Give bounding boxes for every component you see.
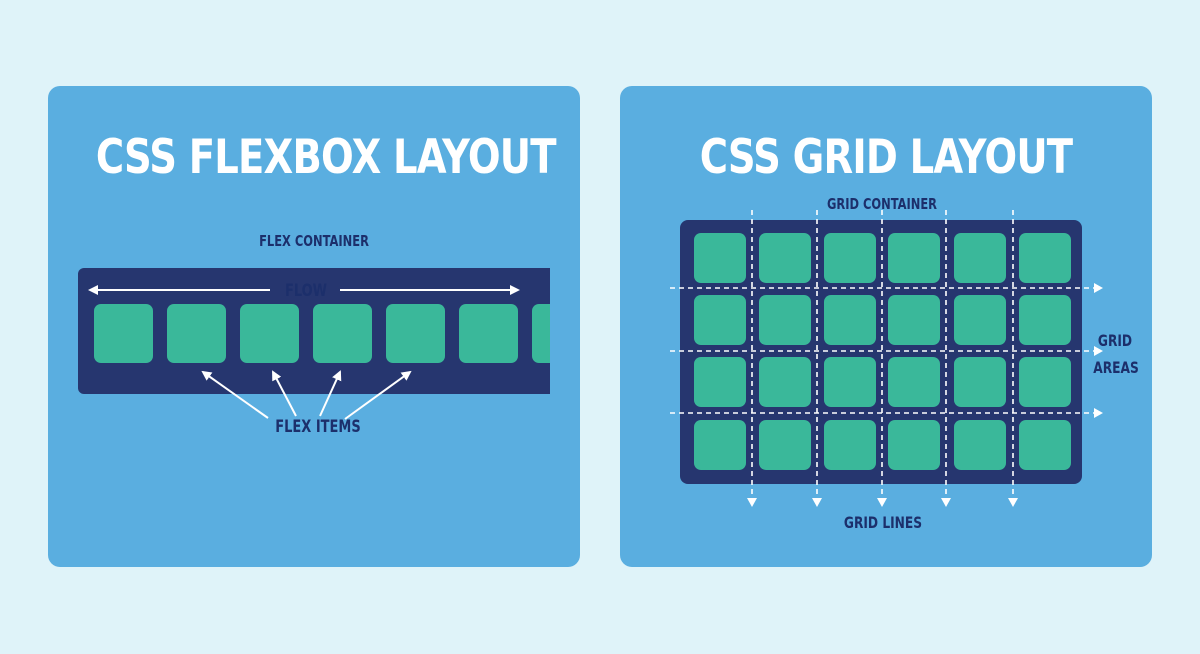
grid-line-arrowhead: [1094, 346, 1103, 356]
grid-item: [694, 420, 746, 470]
grid-line-arrowhead: [941, 498, 951, 507]
grid-item: [759, 233, 811, 283]
flex-item: [386, 304, 445, 363]
flex-items-label: FLEX ITEMS: [275, 417, 361, 437]
grid-container: [680, 220, 1082, 484]
grid-item: [694, 233, 746, 283]
grid-line-arrowhead: [747, 498, 757, 507]
flex-item-pointer-arrow: [319, 370, 342, 417]
flex-item-pointer-arrow: [272, 370, 297, 417]
grid-item: [954, 420, 1006, 470]
grid-lines-label: GRID LINES: [843, 513, 923, 532]
grid-item: [954, 357, 1006, 407]
grid-container-label: GRID CONTAINER: [826, 195, 938, 213]
grid-item: [888, 295, 940, 345]
grid-item: [954, 233, 1006, 283]
grid-item: [759, 420, 811, 470]
flex-item-pointer-arrow: [344, 370, 412, 420]
grid-line-arrowhead: [1094, 408, 1103, 418]
flex-container-label: FLEX CONTAINER: [259, 232, 369, 250]
grid-item: [824, 233, 876, 283]
grid-item: [1019, 233, 1071, 283]
grid-item: [759, 357, 811, 407]
grid-title: CSS GRID LAYOUT: [699, 130, 1073, 185]
grid-item: [824, 295, 876, 345]
grid-line-arrowhead: [1008, 498, 1018, 507]
grid-item: [1019, 357, 1071, 407]
flexbox-title: CSS FLEXBOX LAYOUT: [95, 130, 557, 185]
flex-item: [313, 304, 372, 363]
grid-areas-label-line2: AREAS: [1093, 358, 1139, 377]
flex-item-partial: [532, 304, 550, 363]
grid-item: [954, 295, 1006, 345]
grid-item: [694, 295, 746, 345]
grid-item: [759, 295, 811, 345]
grid-line-arrowhead: [812, 498, 822, 507]
flex-item-pointer-arrow: [201, 370, 269, 419]
grid-item: [824, 420, 876, 470]
flex-item: [459, 304, 518, 363]
grid-item: [694, 357, 746, 407]
flex-item: [240, 304, 299, 363]
flow-label: FLOW: [284, 281, 328, 301]
flex-item: [167, 304, 226, 363]
grid-item: [824, 357, 876, 407]
grid-item: [1019, 420, 1071, 470]
grid-areas-label-line1: GRID: [1097, 331, 1133, 350]
grid-line-arrowhead: [1094, 283, 1103, 293]
grid-item: [888, 420, 940, 470]
grid-line-arrowhead: [877, 498, 887, 507]
flex-item: [94, 304, 153, 363]
grid-item: [1019, 295, 1071, 345]
grid-item: [888, 357, 940, 407]
grid-item: [888, 233, 940, 283]
